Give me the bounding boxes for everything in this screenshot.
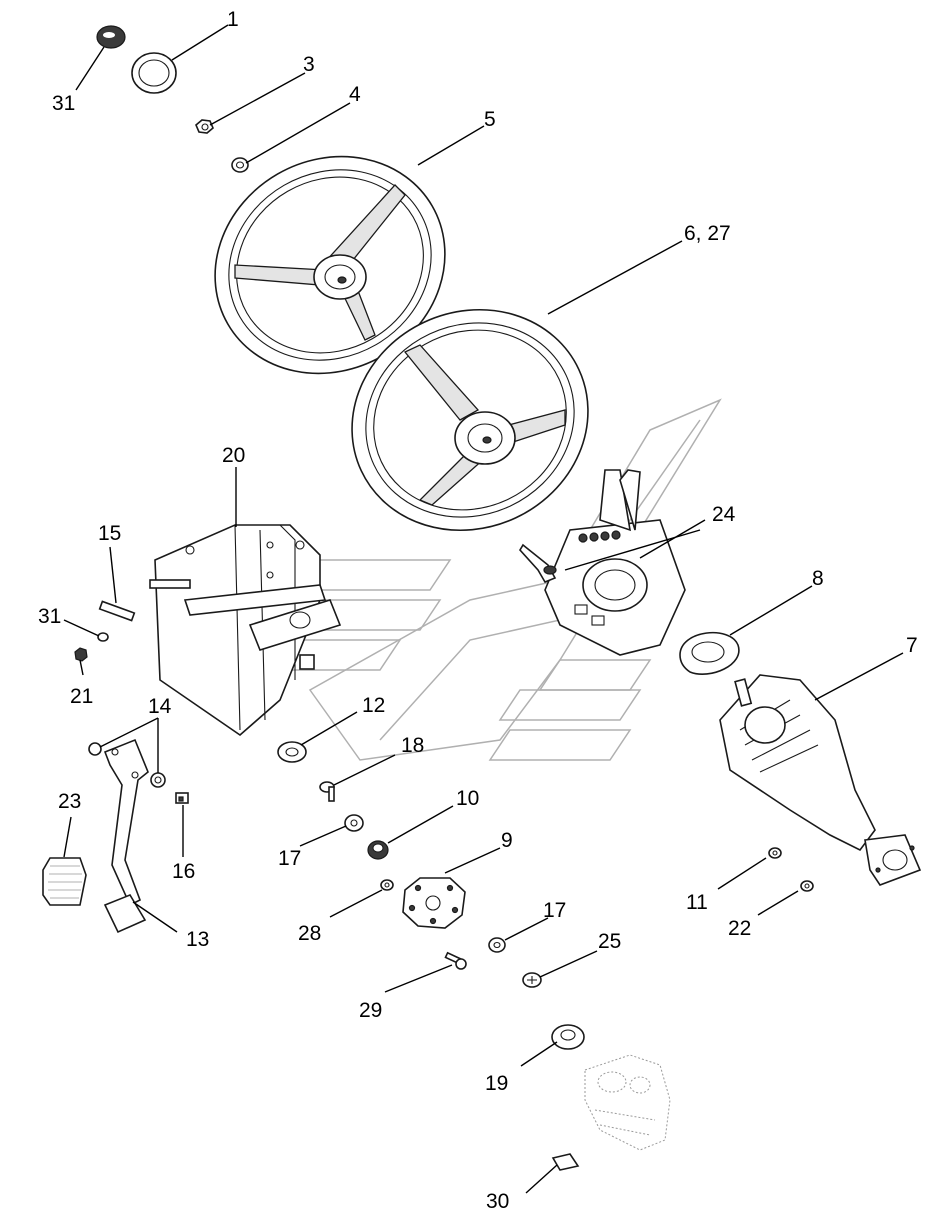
part-31-washer xyxy=(97,632,109,642)
callout-8: 8 xyxy=(812,567,824,590)
part-12-washer xyxy=(277,741,307,763)
callout-25: 25 xyxy=(598,930,621,953)
callout-19: 19 xyxy=(485,1072,508,1095)
callout-31-top: 31 xyxy=(52,92,75,115)
callout-13: 13 xyxy=(186,928,209,951)
part-21-nut xyxy=(74,647,88,662)
part-17-washer-lower xyxy=(488,937,506,953)
part-23-pedal-pad xyxy=(42,857,87,906)
part-14-bushing-left xyxy=(88,742,102,756)
part-30-label xyxy=(551,1153,580,1171)
callout-20: 20 xyxy=(222,444,245,467)
callout-16: 16 xyxy=(172,860,195,883)
callout-18: 18 xyxy=(401,734,424,757)
callout-17-upper: 17 xyxy=(278,847,301,870)
part-5-steering-wheel xyxy=(214,155,446,375)
part-20-bracket xyxy=(149,524,342,737)
reference-part-ghost xyxy=(584,1054,671,1151)
part-17-washer-upper xyxy=(344,814,364,832)
part-16-clip xyxy=(175,792,189,804)
callout-4: 4 xyxy=(349,83,361,106)
watermark-logo xyxy=(279,398,722,761)
callout-29: 29 xyxy=(359,999,382,1022)
part-1-cover xyxy=(131,52,177,94)
callout-9: 9 xyxy=(501,829,513,852)
callout-3: 3 xyxy=(303,53,315,76)
part-11-nut xyxy=(768,847,782,859)
callout-5: 5 xyxy=(484,108,496,131)
callout-28: 28 xyxy=(298,922,321,945)
callout-30: 30 xyxy=(486,1190,509,1213)
callout-24: 24 xyxy=(712,503,736,526)
part-19-boot xyxy=(551,1024,585,1050)
callout-7: 7 xyxy=(906,634,918,657)
callout-23: 23 xyxy=(58,790,81,813)
part-22-washer xyxy=(800,880,814,892)
callout-31-left: 31 xyxy=(38,605,61,628)
callout-21: 21 xyxy=(70,685,93,708)
part-24-console xyxy=(519,469,686,656)
part-25-screw xyxy=(522,972,542,988)
part-13-pedal-lever xyxy=(103,738,149,934)
callout-17-lower: 17 xyxy=(543,899,566,922)
callout-10: 10 xyxy=(456,787,479,810)
part-18-bolt xyxy=(319,781,335,802)
callout-22: 22 xyxy=(728,917,751,940)
part-10-grommet xyxy=(367,840,389,860)
callout-1: 1 xyxy=(227,8,239,31)
callout-labels: 1 31 3 4 5 6, 27 7 8 24 9 10 11 12 13 14… xyxy=(38,8,918,1213)
callout-14: 14 xyxy=(148,695,172,718)
part-7-steering-unit xyxy=(719,674,922,886)
callout-15: 15 xyxy=(98,522,121,545)
part-9-plate xyxy=(402,877,466,929)
part-14-bushing-right xyxy=(150,772,166,788)
callout-11: 11 xyxy=(686,891,708,914)
part-3-nut xyxy=(195,119,214,134)
part-29-screw xyxy=(444,951,467,970)
part-31-cap xyxy=(96,25,126,49)
part-28-washer xyxy=(380,879,394,891)
part-6-27-steering-wheel xyxy=(351,308,589,532)
callout-12: 12 xyxy=(362,694,385,717)
callout-6-27: 6, 27 xyxy=(684,222,731,245)
part-8-gasket xyxy=(679,631,740,675)
leader-lines xyxy=(63,24,904,1194)
part-4-washer xyxy=(231,157,249,173)
part-15-pin xyxy=(98,600,136,622)
